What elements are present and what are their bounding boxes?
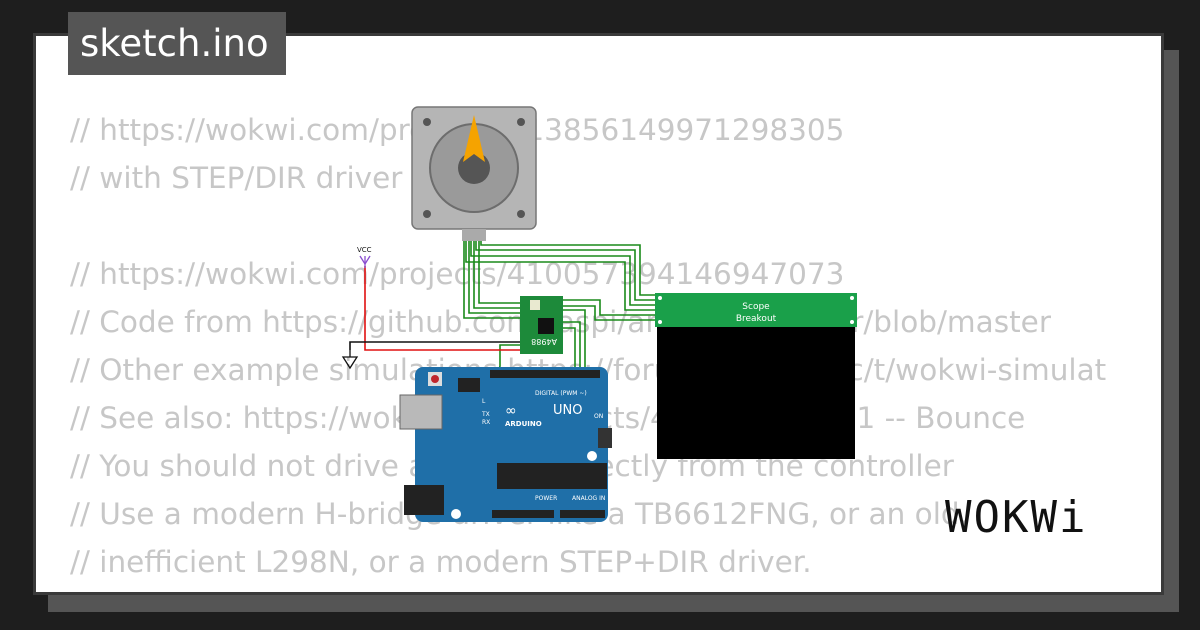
a4988-driver[interactable]: A4988 <box>520 296 563 354</box>
wokwi-logo: WOKWi <box>945 492 1088 543</box>
motor-arrow-icon <box>463 115 485 162</box>
svg-text:RX: RX <box>482 419 490 426</box>
svg-text:Scope: Scope <box>742 302 770 312</box>
scope-breakout[interactable]: Scope Breakout <box>655 293 857 459</box>
file-tab[interactable]: sketch.ino <box>68 12 286 75</box>
preview-card: // https://wokwi.com/projects/3138561499… <box>33 33 1164 595</box>
arduino-uno[interactable]: DIGITAL (PWM ~) TX RX L ∞ ARDUINO UNO ON… <box>399 367 612 522</box>
svg-text:UNO: UNO <box>553 403 582 418</box>
power-wires <box>349 266 520 351</box>
uno-logo-icon: ∞ <box>505 403 517 419</box>
stepper-motor[interactable] <box>411 106 537 241</box>
signal-wires <box>496 309 586 379</box>
svg-text:POWER: POWER <box>535 495 557 502</box>
svg-text:Breakout: Breakout <box>736 314 777 324</box>
scope-display <box>657 327 855 459</box>
svg-text:VCC: VCC <box>357 246 372 254</box>
motor-wires <box>463 241 657 321</box>
svg-text:TX: TX <box>481 411 490 418</box>
svg-text:ON: ON <box>594 413 603 420</box>
svg-text:ARDUINO: ARDUINO <box>505 420 542 428</box>
code-line: // with STEP/DIR driver <box>70 161 403 195</box>
svg-text:DIGITAL (PWM ~): DIGITAL (PWM ~) <box>535 390 587 397</box>
driver-label: A4988 <box>531 337 557 346</box>
svg-text:ANALOG IN: ANALOG IN <box>572 495 605 502</box>
svg-text:L: L <box>482 398 486 405</box>
ground-symbol <box>341 350 359 370</box>
vcc-symbol: VCC <box>357 246 372 268</box>
code-line: // inefficient L298N, or a modern STEP+D… <box>70 545 812 579</box>
